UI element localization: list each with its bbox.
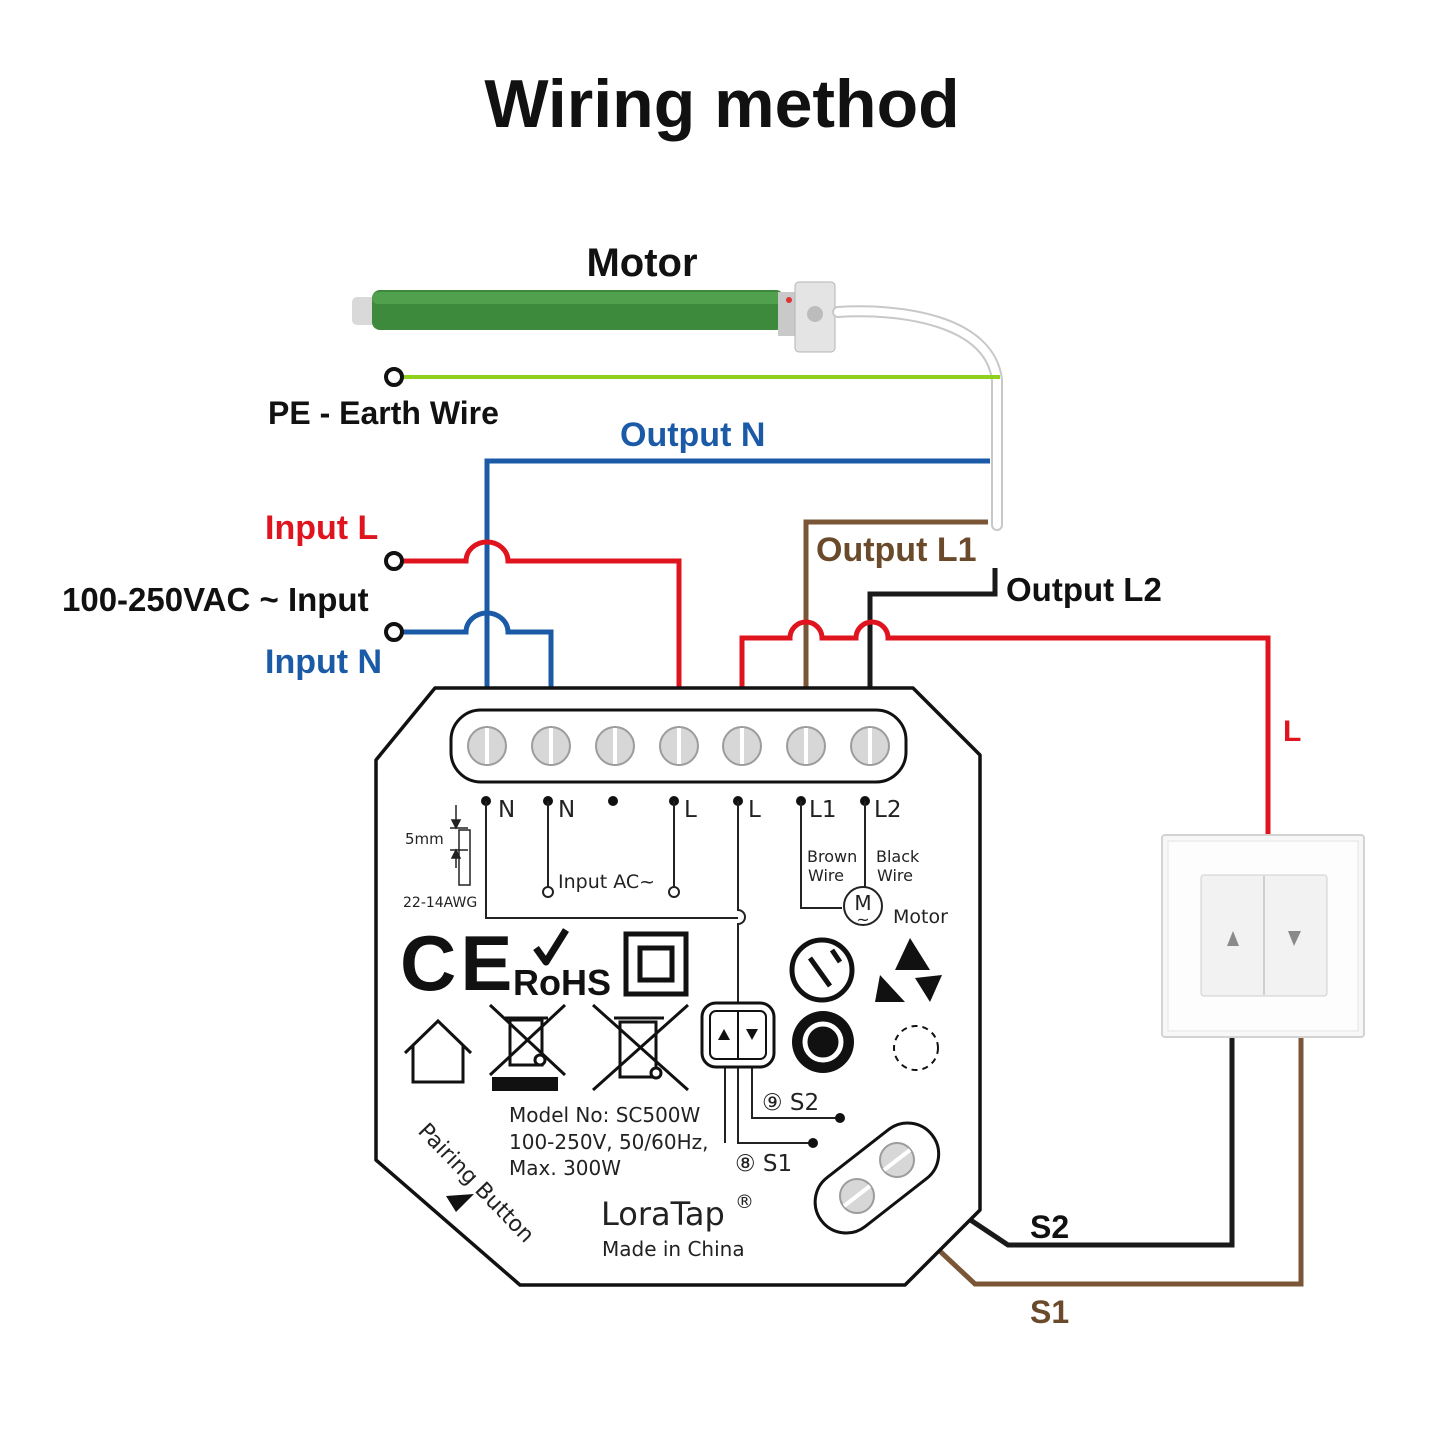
- terminal-label-n2: N: [558, 797, 575, 823]
- internal-schematic: [485, 801, 883, 1144]
- awg-label: 22-14AWG: [403, 895, 477, 911]
- s1-wire: [926, 1038, 1304, 1287]
- terminal-label-l1: L: [684, 797, 697, 823]
- recycle-person-icon: [789, 937, 855, 1003]
- terminal-label-l2: L: [748, 797, 761, 823]
- rohs-check-icon: [533, 928, 569, 966]
- wall-switch: [1161, 834, 1365, 1038]
- motor-label: Motor: [586, 241, 697, 285]
- input-ac-label: Input AC~: [558, 871, 655, 893]
- motor-symbol-tilde: ~: [856, 910, 869, 929]
- pe-label: PE - Earth Wire: [268, 395, 499, 431]
- double-insulation-icon: [623, 931, 689, 997]
- switch-down-arrow-icon[interactable]: [1288, 931, 1301, 946]
- s2-terminal-label: ⑨ S2: [762, 1090, 819, 1116]
- ce-mark: CE: [400, 919, 516, 1007]
- brand-label: LoraTap: [601, 1195, 725, 1233]
- input-l-label: Input L: [265, 509, 378, 547]
- black-wire-label: Black: [876, 847, 920, 866]
- earth-terminal: [384, 367, 404, 387]
- led-indicator: [893, 1025, 939, 1071]
- output-l1-wire: [803, 519, 988, 688]
- page-title: Wiring method: [484, 66, 959, 142]
- s2-wire: [946, 1038, 1235, 1248]
- switch-l-wire: [739, 619, 1271, 836]
- input-n-wire: [398, 610, 554, 688]
- pairing-arrow-icon[interactable]: [446, 1194, 474, 1212]
- weee-bin-icon-2: [591, 1003, 690, 1092]
- home-icon: [403, 1018, 473, 1084]
- terminal-label-out-l1: L1: [809, 797, 836, 823]
- terminal-label-n1: N: [498, 797, 515, 823]
- input-l-terminal: [384, 551, 404, 571]
- output-l2-wire: [867, 568, 998, 688]
- strip-length-icon: [450, 805, 471, 886]
- brown-wire-label-2: Wire: [808, 866, 844, 885]
- max-power-label: Max. 300W: [509, 1156, 621, 1180]
- motor-text: Motor: [893, 906, 948, 928]
- brown-wire-label: Brown: [807, 847, 857, 866]
- device-body: [374, 686, 982, 1287]
- weee-bar: [492, 1077, 558, 1091]
- input-voltage-label: 100-250VAC ~ Input: [62, 581, 369, 618]
- s1-terminal-label: ⑧ S1: [735, 1151, 792, 1177]
- input-l-wire: [398, 539, 682, 688]
- strip-size-label: 5mm: [405, 830, 444, 848]
- terminal-label-out-l2: L2: [874, 797, 901, 823]
- model-label: Model No: SC500W: [509, 1103, 701, 1127]
- switch-terminal-block: [813, 1121, 941, 1235]
- motor-symbol: M: [854, 891, 871, 915]
- green-dot-icon: [792, 1011, 854, 1073]
- rohs-mark: RoHS: [513, 962, 611, 1003]
- output-n-wire: [484, 458, 990, 688]
- switch-l-label: L: [1283, 715, 1301, 748]
- made-in-label: Made in China: [602, 1237, 745, 1261]
- black-wire-label-2: Wire: [877, 866, 913, 885]
- terminal-screws: [467, 726, 890, 766]
- tubular-motor: [352, 281, 836, 353]
- output-n-label: Output N: [620, 416, 765, 454]
- output-l1-label: Output L1: [816, 531, 977, 569]
- rating-label: 100-250V, 50/60Hz,: [509, 1130, 709, 1154]
- onboard-switch-icon[interactable]: [700, 1001, 776, 1069]
- input-n-label: Input N: [265, 643, 382, 681]
- s1-label: S1: [1030, 1294, 1069, 1330]
- input-n-terminal: [384, 622, 404, 642]
- recycle-icon: [875, 938, 942, 1002]
- weee-bin-icon: [488, 1003, 567, 1077]
- switch-up-arrow-icon[interactable]: [1227, 931, 1239, 946]
- brand-reg-mark: ®: [735, 1191, 754, 1213]
- s2-label: S2: [1030, 1209, 1069, 1245]
- output-l2-label: Output L2: [1006, 571, 1162, 608]
